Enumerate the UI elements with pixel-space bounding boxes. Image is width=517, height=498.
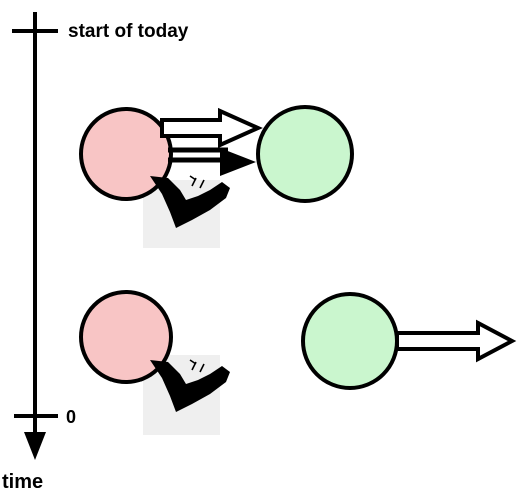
target-circle-top: [256, 105, 354, 203]
time-axis-arrowhead: [24, 432, 46, 460]
time-axis-label: time: [2, 471, 44, 493]
thin-arrow-head: [220, 148, 256, 176]
hollow-arrow-bottom: [395, 319, 517, 363]
source-circle-top: [79, 107, 173, 201]
hollow-arrow-top: [160, 107, 263, 149]
target-circle-bottom: [301, 292, 399, 390]
source-circle-bottom: [79, 290, 173, 384]
start-of-today-label: start of today: [68, 21, 189, 42]
zero-label: 0: [66, 407, 77, 427]
